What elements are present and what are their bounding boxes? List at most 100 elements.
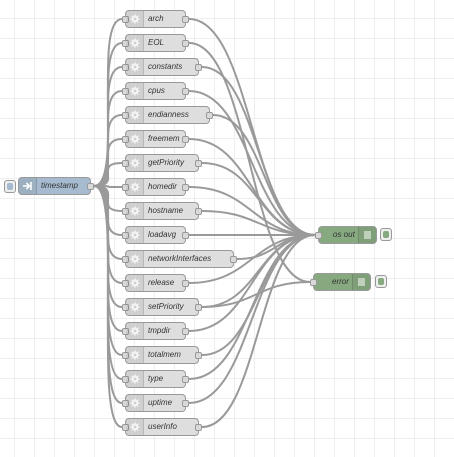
output-port[interactable]	[182, 15, 189, 23]
os-node-label: tmpdir	[148, 326, 171, 335]
os-node-getpriority[interactable]: getPriority	[122, 154, 202, 172]
os-node-endianness[interactable]: endianness	[122, 106, 213, 124]
input-port[interactable]	[122, 183, 129, 191]
gear-icon	[126, 11, 144, 27]
wire-release-to-debug[interactable]	[188, 234, 316, 284]
os-node-networkinterfaces[interactable]: networkInterfaces	[122, 250, 237, 268]
os-node-label: cpus	[148, 86, 165, 95]
wire-eol-to-debug[interactable]	[188, 42, 311, 283]
input-port[interactable]	[315, 231, 322, 239]
os-node-userinfo[interactable]: userInfo	[122, 418, 202, 436]
input-port[interactable]	[122, 375, 129, 383]
output-port[interactable]	[182, 327, 189, 335]
os-node-tmpdir[interactable]: tmpdir	[122, 322, 189, 340]
input-port[interactable]	[122, 111, 129, 119]
debug-node-error[interactable]: error	[310, 273, 371, 291]
os-node-homedir[interactable]: homedir	[122, 178, 189, 196]
output-port[interactable]	[195, 63, 202, 71]
os-node-hostname[interactable]: hostname	[122, 202, 202, 220]
os-node-totalmem[interactable]: totalmem	[122, 346, 202, 364]
wire-getpriority-to-debug[interactable]	[201, 162, 316, 236]
os-node-eol[interactable]: EOL	[122, 34, 189, 52]
os-node-freemem[interactable]: freemem	[122, 130, 189, 148]
os-node-label: loadavg	[148, 230, 177, 239]
input-port[interactable]	[122, 303, 129, 311]
wire-uptime-to-debug[interactable]	[188, 234, 316, 404]
output-port[interactable]	[182, 135, 189, 143]
debug-toggle-button[interactable]	[375, 275, 387, 288]
output-port[interactable]	[182, 87, 189, 95]
output-port[interactable]	[195, 303, 202, 311]
gear-icon	[126, 203, 144, 219]
output-port[interactable]	[87, 182, 94, 190]
os-node-arch[interactable]: arch	[122, 10, 189, 28]
gear-icon	[126, 371, 144, 387]
os-node-label: endianness	[148, 110, 189, 119]
input-port[interactable]	[122, 135, 129, 143]
input-port[interactable]	[122, 279, 129, 287]
output-port[interactable]	[206, 111, 213, 119]
input-port[interactable]	[122, 15, 129, 23]
input-port[interactable]	[122, 351, 129, 359]
wire-endianness-to-debug[interactable]	[212, 114, 316, 236]
os-node-label: arch	[148, 14, 164, 23]
output-port[interactable]	[230, 255, 237, 263]
os-node-setpriority[interactable]: setPriority	[122, 298, 202, 316]
output-port[interactable]	[182, 375, 189, 383]
inject-trigger-button-face	[7, 183, 13, 190]
debug-node-os-out[interactable]: os out	[315, 226, 377, 244]
output-port[interactable]	[182, 39, 189, 47]
input-port[interactable]	[122, 255, 129, 263]
os-node-label: setPriority	[148, 302, 184, 311]
output-port[interactable]	[182, 231, 189, 239]
gear-icon	[126, 323, 144, 339]
input-port[interactable]	[122, 399, 129, 407]
input-port[interactable]	[122, 39, 129, 47]
inject-node[interactable]: timestamp	[18, 177, 94, 195]
output-port[interactable]	[182, 279, 189, 287]
wire-cpus-to-debug[interactable]	[188, 90, 316, 236]
wire-tmpdir-to-debug[interactable]	[188, 234, 316, 332]
os-node-type[interactable]: type	[122, 370, 189, 388]
os-node-release[interactable]: release	[122, 274, 189, 292]
wire-userinfo-to-debug[interactable]	[201, 234, 316, 428]
input-port[interactable]	[122, 231, 129, 239]
wire-inject-to-userinfo[interactable]	[93, 185, 123, 428]
gear-icon	[126, 59, 144, 75]
debug-toggle-button-face	[383, 231, 389, 238]
arrow-in-icon	[19, 178, 37, 194]
input-port[interactable]	[122, 63, 129, 71]
inject-trigger-button[interactable]	[4, 180, 16, 193]
wire-constants-to-debug[interactable]	[201, 66, 316, 236]
os-node-label: userInfo	[148, 422, 177, 431]
os-node-label: getPriority	[148, 158, 185, 167]
os-node-label: release	[148, 278, 175, 287]
input-port[interactable]	[122, 87, 129, 95]
output-port[interactable]	[182, 183, 189, 191]
os-node-label: homedir	[148, 182, 177, 191]
input-port[interactable]	[122, 207, 129, 215]
wire-setpriority-to-error[interactable]	[201, 281, 311, 308]
debug-toggle-button-face	[378, 278, 384, 285]
os-node-loadavg[interactable]: loadavg	[122, 226, 189, 244]
os-node-label: EOL	[148, 38, 165, 47]
debug-toggle-button[interactable]	[380, 228, 392, 241]
input-port[interactable]	[310, 278, 317, 286]
input-port[interactable]	[122, 327, 129, 335]
os-node-constants[interactable]: constants	[122, 58, 202, 76]
input-port[interactable]	[122, 423, 129, 431]
gear-icon	[126, 179, 144, 195]
debug-node-label: os out	[333, 230, 355, 239]
gear-icon	[126, 419, 144, 435]
output-port[interactable]	[195, 423, 202, 431]
os-node-cpus[interactable]: cpus	[122, 82, 189, 100]
output-port[interactable]	[195, 159, 202, 167]
output-port[interactable]	[195, 207, 202, 215]
os-node-uptime[interactable]: uptime	[122, 394, 189, 412]
output-port[interactable]	[195, 351, 202, 359]
gear-icon	[126, 83, 144, 99]
input-port[interactable]	[122, 159, 129, 167]
output-port[interactable]	[182, 399, 189, 407]
